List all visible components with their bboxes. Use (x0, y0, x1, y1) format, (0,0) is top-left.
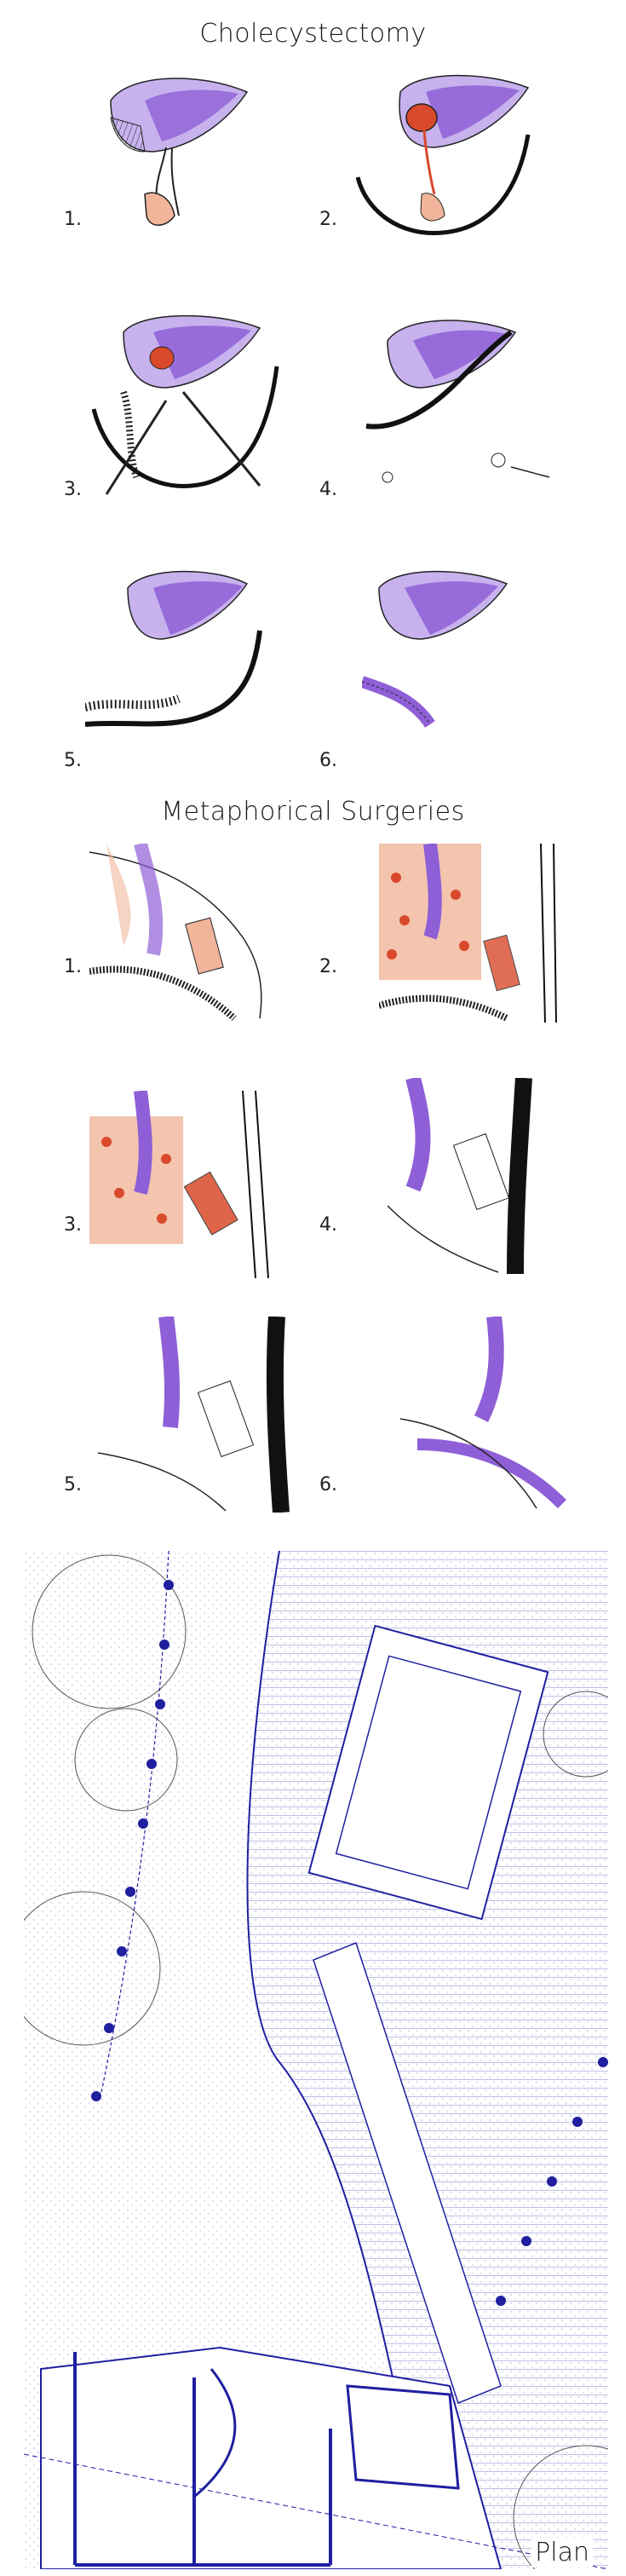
cholecystectomy-step-5 (85, 562, 281, 750)
cholecystectomy-step-2 (349, 66, 537, 245)
step-number: 4. (319, 479, 337, 500)
metaphor-step-5 (98, 1317, 294, 1513)
step-number: 3. (64, 479, 82, 500)
cholecystectomy-step-4 (362, 307, 558, 503)
step-number: 5. (64, 750, 82, 771)
step-number: 3. (64, 1214, 82, 1236)
cholecystectomy-step-1 (94, 66, 264, 237)
cholecystectomy-title: Cholecystectomy (199, 19, 427, 49)
metaphorical-surgeries-title: Metaphorical Surgeries (161, 797, 465, 827)
step-number: 6. (319, 1474, 337, 1495)
step-number: 2. (319, 956, 337, 977)
metaphor-step-3 (89, 1091, 277, 1278)
step-number: 6. (319, 750, 337, 771)
cholecystectomy-step-3 (89, 307, 285, 503)
step-number: 4. (319, 1214, 337, 1236)
step-number: 5. (64, 1474, 82, 1495)
metaphor-step-2 (379, 844, 558, 1023)
step-number: 2. (319, 209, 337, 230)
metaphor-step-4 (388, 1078, 575, 1274)
cholecystectomy-step-6 (362, 562, 558, 750)
step-number: 1. (64, 956, 82, 977)
metaphor-step-6 (400, 1317, 596, 1513)
plan-label: Plan (531, 2538, 593, 2567)
site-plan: Plan (24, 1551, 608, 2569)
step-number: 1. (64, 209, 82, 230)
metaphor-step-1 (89, 844, 268, 1023)
